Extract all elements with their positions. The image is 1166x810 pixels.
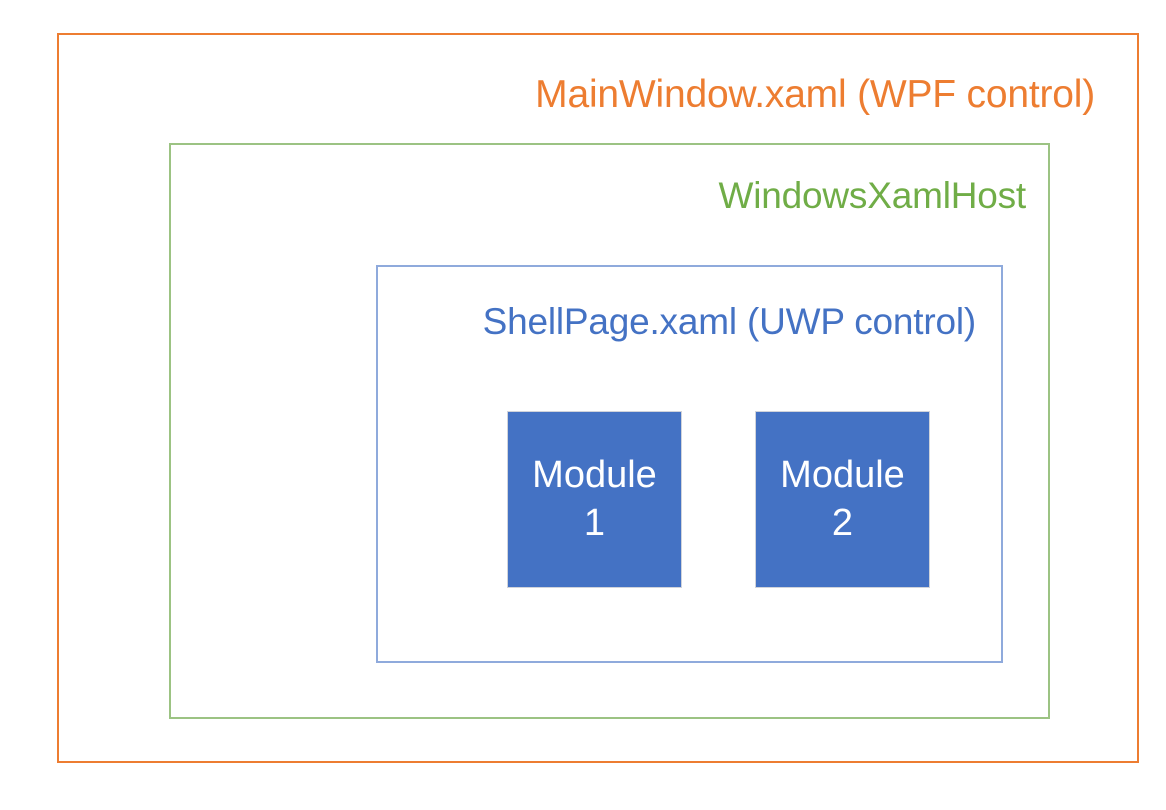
module-1-number: 1 bbox=[583, 501, 606, 544]
layer-shellpage-uwp: ShellPage.xaml (UWP control) Module 1 Mo… bbox=[376, 265, 1003, 663]
layer-windowsxamlhost-label: WindowsXamlHost bbox=[718, 175, 1027, 216]
module-2-name: Module bbox=[780, 454, 905, 496]
layer-mainwindow-label: MainWindow.xaml (WPF control) bbox=[535, 73, 1095, 116]
layer-mainwindow-wpf: MainWindow.xaml (WPF control) WindowsXam… bbox=[57, 33, 1139, 763]
module-block-1: Module 1 bbox=[507, 411, 682, 588]
module-2-number: 2 bbox=[831, 501, 854, 544]
module-1-name: Module bbox=[532, 454, 657, 496]
layer-shellpage-label: ShellPage.xaml (UWP control) bbox=[482, 301, 977, 342]
layer-windowsxamlhost: WindowsXamlHost ShellPage.xaml (UWP cont… bbox=[169, 143, 1050, 719]
module-block-2: Module 2 bbox=[755, 411, 930, 588]
